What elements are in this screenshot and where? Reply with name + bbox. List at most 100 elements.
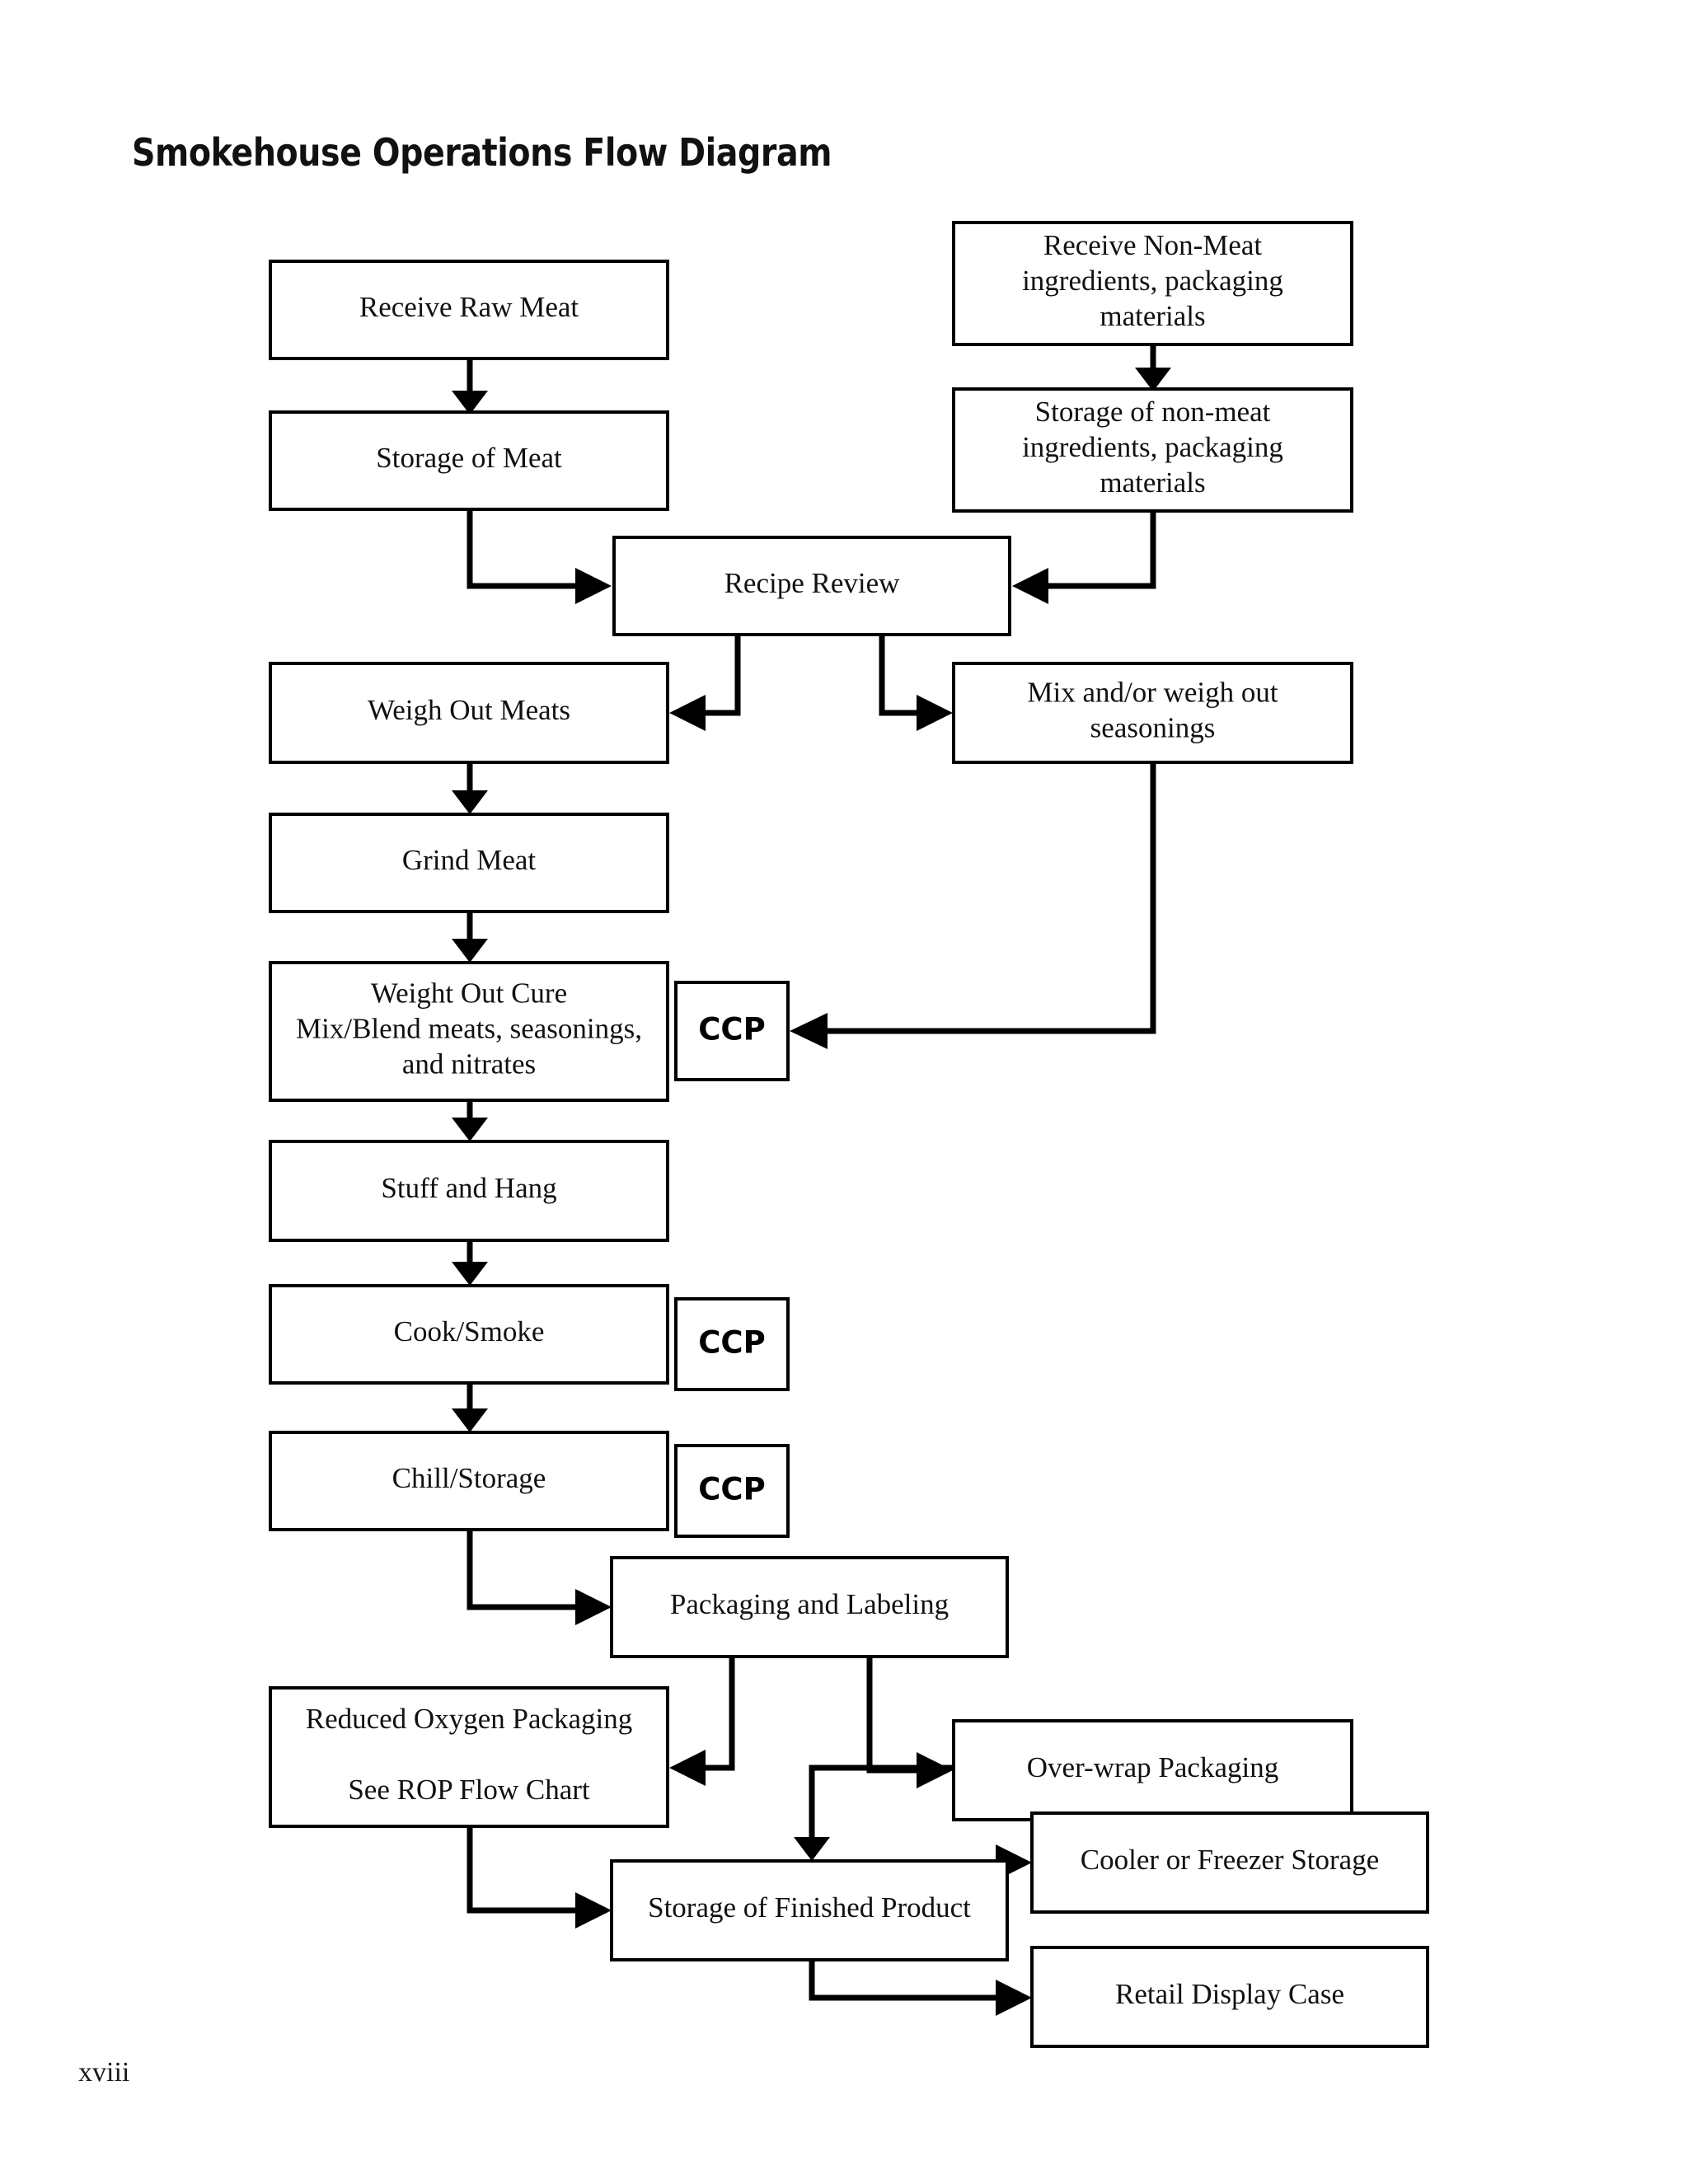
node-box-over-wrap-packaging xyxy=(952,1719,1353,1821)
node-storage-finished-product[interactable]: Storage of Finished Product xyxy=(610,1859,1009,1961)
edge-over-wrap-packaging-to-storage-finished-product xyxy=(809,1765,954,1840)
node-box-chill-storage xyxy=(269,1431,669,1531)
arrowhead-storage-finished-product-left xyxy=(575,1892,612,1929)
node-label-mix-weigh-seasonings: Mix and/or weigh out xyxy=(1027,677,1278,709)
node-box-receive-non-meat xyxy=(952,221,1353,346)
node-box-grind-meat xyxy=(269,813,669,913)
arrowhead-reduced-oxygen-packaging xyxy=(669,1750,706,1786)
node-box-ccp-cook xyxy=(674,1297,790,1391)
node-box-stuff-and-hang xyxy=(269,1140,669,1242)
node-label-storage-of-meat: Storage of Meat xyxy=(376,442,562,474)
arrowhead-recipe-review-right xyxy=(1012,568,1048,604)
edge-recipe-review-to-mix-seasonings xyxy=(879,635,917,716)
arrowhead-recipe-review-left xyxy=(575,568,612,604)
node-box-recipe-review xyxy=(612,536,1011,636)
arrowhead-mix-seasonings xyxy=(917,695,953,731)
node-label-receive-non-meat: Receive Non-Meat xyxy=(1043,229,1263,261)
arrowhead-stuff-and-hang xyxy=(452,1118,488,1141)
edge-packaging-labeling-to-over-wrap-packaging xyxy=(866,1657,917,1774)
node-receive-non-meat[interactable]: Receive Non-Meat ingredients, packagingma… xyxy=(952,221,1353,346)
arrowhead-retail-display-case xyxy=(996,1980,1032,2016)
edge-storage-finished-product-to-retail-display-case xyxy=(809,1960,996,2001)
edge-chill-storage-to-packaging-labeling xyxy=(467,1530,577,1610)
node-cook-smoke[interactable]: Cook/Smoke xyxy=(269,1284,669,1385)
node-label-cook-smoke: Cook/Smoke xyxy=(394,1315,545,1347)
node-box-weight-out-cure xyxy=(269,961,669,1102)
node-box-mix-weigh-seasonings xyxy=(952,662,1353,764)
arrowhead-ccp-cure xyxy=(790,1013,828,1049)
arrowhead-storage-non-meat xyxy=(1135,368,1171,391)
node-label-storage-non-meat: ingredients, packaging xyxy=(1022,431,1283,463)
node-label-receive-non-meat: ingredients, packaging xyxy=(1022,265,1283,297)
node-box-packaging-labeling xyxy=(610,1556,1009,1658)
node-label-storage-non-meat: materials xyxy=(1100,466,1205,499)
node-box-cook-smoke xyxy=(269,1284,669,1385)
node-packaging-labeling[interactable]: Packaging and Labeling xyxy=(610,1556,1009,1658)
node-cooler-freezer-storage[interactable]: Cooler or Freezer Storage xyxy=(1030,1811,1429,1914)
node-storage-of-meat[interactable]: Storage of Meat xyxy=(269,410,669,511)
node-label-ccp-chill: CCP xyxy=(698,1472,765,1507)
node-grind-meat[interactable]: Grind Meat xyxy=(269,813,669,913)
node-box-retail-display-case xyxy=(1030,1946,1429,2048)
edge-recipe-review-to-weigh-out-meats xyxy=(705,635,741,716)
node-label-recipe-review: Recipe Review xyxy=(724,567,901,599)
node-weigh-out-meats[interactable]: Weigh Out Meats xyxy=(269,662,669,764)
page-number: xviii xyxy=(78,2057,130,2088)
node-label-mix-weigh-seasonings: seasonings xyxy=(1090,712,1216,744)
node-box-cooler-freezer-storage xyxy=(1030,1811,1429,1914)
node-ccp-cook[interactable]: CCP xyxy=(674,1297,790,1391)
node-label-cooler-freezer-storage: Cooler or Freezer Storage xyxy=(1081,1844,1380,1876)
arrowhead-weigh-out-meats xyxy=(669,695,706,731)
node-label-reduced-oxygen-packaging: Reduced Oxygen Packaging xyxy=(306,1703,633,1735)
node-receive-raw-meat[interactable]: Receive Raw Meat xyxy=(269,260,669,360)
node-label-weight-out-cure: Mix/Blend meats, seasonings, xyxy=(296,1013,642,1045)
arrowhead-cook-smoke xyxy=(452,1262,488,1286)
node-label-receive-raw-meat: Receive Raw Meat xyxy=(359,291,579,323)
edge-reduced-oxygen-packaging-to-storage-finished-product xyxy=(467,1826,577,1914)
node-label-stuff-and-hang: Stuff and Hang xyxy=(381,1172,556,1204)
node-box-storage-finished-product xyxy=(610,1859,1009,1961)
node-box-storage-non-meat xyxy=(952,387,1353,513)
node-box-ccp-chill xyxy=(674,1444,790,1538)
node-box-reduced-oxygen-packaging xyxy=(269,1686,669,1828)
node-label-reduced-oxygen-packaging: See ROP Flow Chart xyxy=(348,1774,590,1806)
node-label-chill-storage: Chill/Storage xyxy=(392,1462,546,1494)
edge-packaging-labeling-to-reduced-oxygen-packaging xyxy=(705,1657,735,1771)
arrowhead-weight-out-cure xyxy=(452,939,488,963)
node-over-wrap-packaging[interactable]: Over-wrap Packaging xyxy=(952,1719,1353,1821)
node-recipe-review[interactable]: Recipe Review xyxy=(612,536,1011,636)
arrowhead-chill-storage xyxy=(452,1408,488,1432)
arrowhead-grind-meat xyxy=(452,790,488,814)
node-chill-storage[interactable]: Chill/Storage xyxy=(269,1431,669,1531)
node-label-weight-out-cure: Weight Out Cure xyxy=(371,977,567,1010)
node-label-packaging-labeling: Packaging and Labeling xyxy=(670,1588,949,1620)
node-box-weigh-out-meats xyxy=(269,662,669,764)
node-stuff-and-hang[interactable]: Stuff and Hang xyxy=(269,1140,669,1242)
node-label-receive-non-meat: materials xyxy=(1100,300,1205,332)
node-layer: Receive Raw Meat Receive Non-Meat ingredie… xyxy=(269,221,1429,2048)
node-retail-display-case[interactable]: Retail Display Case xyxy=(1030,1946,1429,2048)
node-ccp-cure[interactable]: CCP xyxy=(674,981,790,1081)
node-label-storage-non-meat: Storage of non-meat xyxy=(1035,396,1271,428)
node-label-ccp-cook: CCP xyxy=(698,1325,765,1361)
arrowhead-packaging-labeling xyxy=(575,1589,612,1625)
arrowhead-storage-of-meat xyxy=(452,391,488,415)
node-label-retail-display-case: Retail Display Case xyxy=(1115,1978,1344,2010)
node-label-weight-out-cure: and nitrates xyxy=(402,1048,536,1080)
edge-storage-non-meat-to-recipe-review xyxy=(1048,511,1156,589)
node-label-weigh-out-meats: Weigh Out Meats xyxy=(368,694,570,726)
node-box-receive-raw-meat xyxy=(269,260,669,360)
node-label-over-wrap-packaging: Over-wrap Packaging xyxy=(1027,1751,1278,1783)
edge-mix-seasonings-to-ccp-cure xyxy=(827,762,1156,1034)
node-label-grind-meat: Grind Meat xyxy=(402,844,537,876)
arrowhead-storage-finished-product-top xyxy=(794,1837,830,1861)
node-label-ccp-cure: CCP xyxy=(698,1012,765,1047)
node-ccp-chill[interactable]: CCP xyxy=(674,1444,790,1538)
node-label-storage-finished-product: Storage of Finished Product xyxy=(648,1891,971,1924)
page-title: Smokehouse Operations Flow Diagram xyxy=(132,130,832,175)
